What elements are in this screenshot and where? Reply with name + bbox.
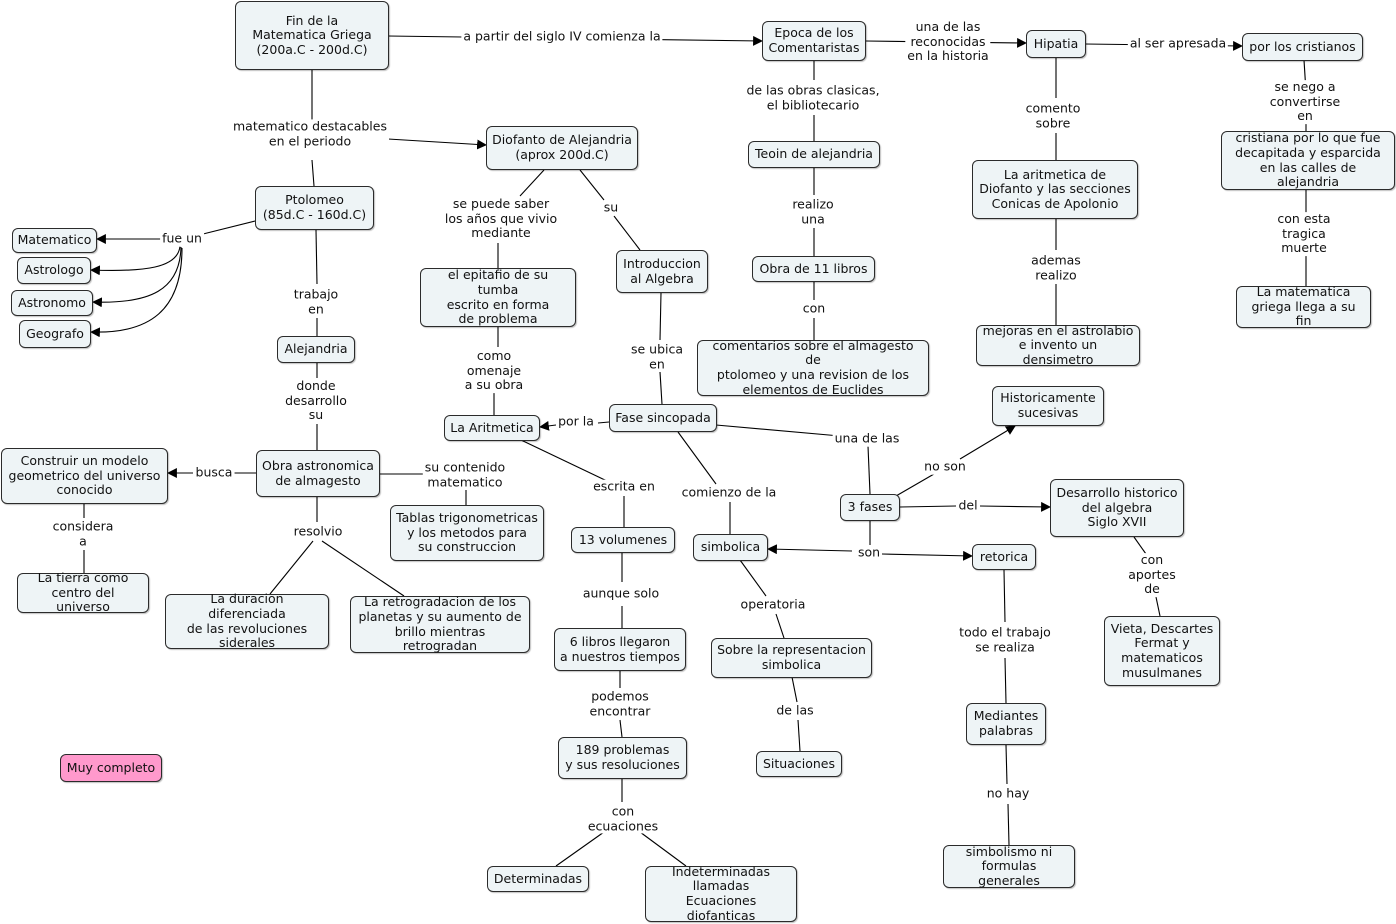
node-indeterminadas[interactable]: Indeterminadas llamadas Ecuaciones diofa…: [645, 864, 797, 922]
link-donde-desarrollo: donde desarrollo su: [283, 378, 349, 423]
link-busca: busca: [193, 464, 235, 481]
node-muy-completo[interactable]: Muy completo: [60, 754, 162, 782]
link-todo-el-trabajo: todo el trabajo se realiza: [957, 624, 1053, 655]
node-matematico[interactable]: Matematico: [12, 228, 97, 253]
node-epitafio[interactable]: el epitafio de su tumba escrito en forma…: [420, 268, 576, 327]
node-simbolica[interactable]: simbolica: [693, 534, 768, 561]
node-construir-modelo[interactable]: Construir un modelo geometrico del unive…: [1, 448, 168, 504]
link-ademas-realizo: ademas realizo: [1029, 252, 1083, 283]
node-fin-matematica-griega[interactable]: Fin de la Matematica Griega (200a.C - 20…: [235, 1, 389, 70]
link-comienzo-de-la: comienzo de la: [679, 484, 779, 501]
node-vieta-descartes[interactable]: Vieta, Descartes Fermat y matematicos mu…: [1104, 616, 1220, 686]
link-realizo-una: realizo una: [790, 196, 836, 227]
link-de-las-obras-clasicas: de las obras clasicas, el bibliotecario: [744, 82, 882, 113]
link-de-las: de las: [774, 702, 816, 719]
link-como-omenaje: como omenaje a su obra: [462, 348, 526, 393]
link-al-ser-apresada: al ser apresada: [1127, 35, 1229, 52]
node-hipatia[interactable]: Hipatia: [1026, 30, 1086, 58]
link-trabajo-en: trabajo en: [291, 286, 341, 317]
link-se-ubica-en: se ubica en: [628, 341, 686, 372]
link-del: del: [956, 497, 980, 514]
node-representacion-simbolica[interactable]: Sobre la representacion simbolica: [711, 638, 872, 678]
link-se-puede-saber: se puede saber los años que vivio median…: [442, 196, 560, 241]
link-aunque-solo: aunque solo: [580, 585, 662, 602]
node-retorica[interactable]: retorica: [972, 544, 1036, 570]
node-geografo[interactable]: Geografo: [19, 320, 91, 348]
link-con-comentarios: con: [800, 300, 828, 317]
node-teoin-alejandria[interactable]: Teoin de alejandria: [748, 141, 880, 168]
node-mediantes-palabras[interactable]: Mediantes palabras: [966, 703, 1046, 745]
link-considera-a: considera a: [50, 518, 116, 549]
node-obra-astronomica[interactable]: Obra astronomica de almagesto: [256, 450, 380, 497]
node-189-problemas[interactable]: 189 problemas y sus resoluciones: [558, 737, 687, 779]
link-su: su: [601, 199, 621, 216]
node-3-fases[interactable]: 3 fases: [840, 494, 900, 521]
node-determinadas[interactable]: Determinadas: [487, 866, 589, 892]
node-la-aritmetica[interactable]: La Aritmetica: [444, 415, 540, 441]
node-matematica-griega-fin[interactable]: La matematica griega llega a su fin: [1236, 284, 1371, 328]
node-situaciones[interactable]: Situaciones: [756, 751, 842, 777]
node-13-volumenes[interactable]: 13 volumenes: [571, 527, 675, 553]
link-su-contenido-matematico: su contenido matematico: [422, 459, 508, 490]
link-con-esta-tragica: con esta tragica muerte: [1258, 211, 1350, 256]
node-obra-11-libros[interactable]: Obra de 11 libros: [752, 256, 875, 282]
node-astrologo[interactable]: Astrologo: [17, 257, 91, 284]
node-desarrollo-historico[interactable]: Desarrollo historico del algebra Siglo X…: [1050, 479, 1184, 537]
node-aritmetica-diofanto-conicas[interactable]: La aritmetica de Diofanto y las seccione…: [972, 160, 1138, 219]
link-matematico-destacables: matematico destacables en el periodo: [231, 118, 389, 149]
link-fue-un: fue un: [160, 230, 204, 247]
node-tierra-centro[interactable]: La tierra como centro del universo: [17, 570, 149, 614]
node-por-los-cristianos[interactable]: por los cristianos: [1242, 33, 1363, 61]
link-a-partir-siglo-iv: a partir del siglo IV comienza la: [461, 28, 663, 45]
link-son: son: [855, 544, 883, 561]
link-podemos-encontrar: podemos encontrar: [587, 688, 653, 719]
link-resolvio: resolvio: [291, 523, 345, 540]
link-por-la: por la: [556, 413, 596, 430]
node-mejoras-astrolabio[interactable]: mejoras en el astrolabio e invento un de…: [976, 323, 1140, 367]
link-comento-sobre: comento sobre: [1023, 100, 1083, 131]
node-ptolomeo[interactable]: Ptolomeo (85d.C - 160d.C): [255, 186, 374, 230]
link-una-de-las: una de las: [832, 430, 902, 447]
link-se-nego: se nego a convertirse en: [1259, 79, 1351, 124]
link-con-aportes-de: con aportes de: [1126, 552, 1178, 597]
node-cristiana-decapitada[interactable]: cristiana por lo que fue decapitada y es…: [1221, 131, 1395, 190]
node-retrogradacion[interactable]: La retrogradacion de los planetas y su a…: [350, 595, 530, 653]
node-tablas-trigonometricas[interactable]: Tablas trigonometricas y los metodos par…: [390, 505, 544, 561]
node-duracion-diferenciada[interactable]: La duracion diferenciada de las revoluci…: [165, 592, 329, 650]
link-una-de-las-reconocidas: una de las reconocidas en la historia: [905, 19, 991, 64]
link-no-hay: no hay: [984, 785, 1032, 802]
node-historicamente-sucesivas[interactable]: Historicamente sucesivas: [992, 386, 1104, 426]
node-diofanto[interactable]: Diofanto de Alejandria (aprox 200d.C): [486, 126, 638, 170]
node-comentarios-almagesto[interactable]: comentarios sobre el almagesto de ptolom…: [697, 338, 929, 396]
node-6-libros[interactable]: 6 libros llegaron a nuestros tiempos: [554, 628, 686, 671]
node-astronomo[interactable]: Astronomo: [11, 290, 93, 316]
node-fase-sincopada[interactable]: Fase sincopada: [609, 404, 717, 432]
node-alejandria[interactable]: Alejandria: [277, 336, 355, 363]
link-con-ecuaciones: con ecuaciones: [585, 803, 661, 834]
link-operatoria: operatoria: [738, 596, 808, 613]
node-introduccion-algebra[interactable]: Introduccion al Algebra: [616, 250, 708, 293]
node-epoca-comentaristas[interactable]: Epoca de los Comentaristas: [762, 21, 866, 61]
link-no-son: no son: [922, 458, 968, 475]
link-escrita-en: escrita en: [591, 478, 657, 495]
node-simbolismo-formulas[interactable]: simbolismo ni formulas generales: [943, 844, 1075, 888]
